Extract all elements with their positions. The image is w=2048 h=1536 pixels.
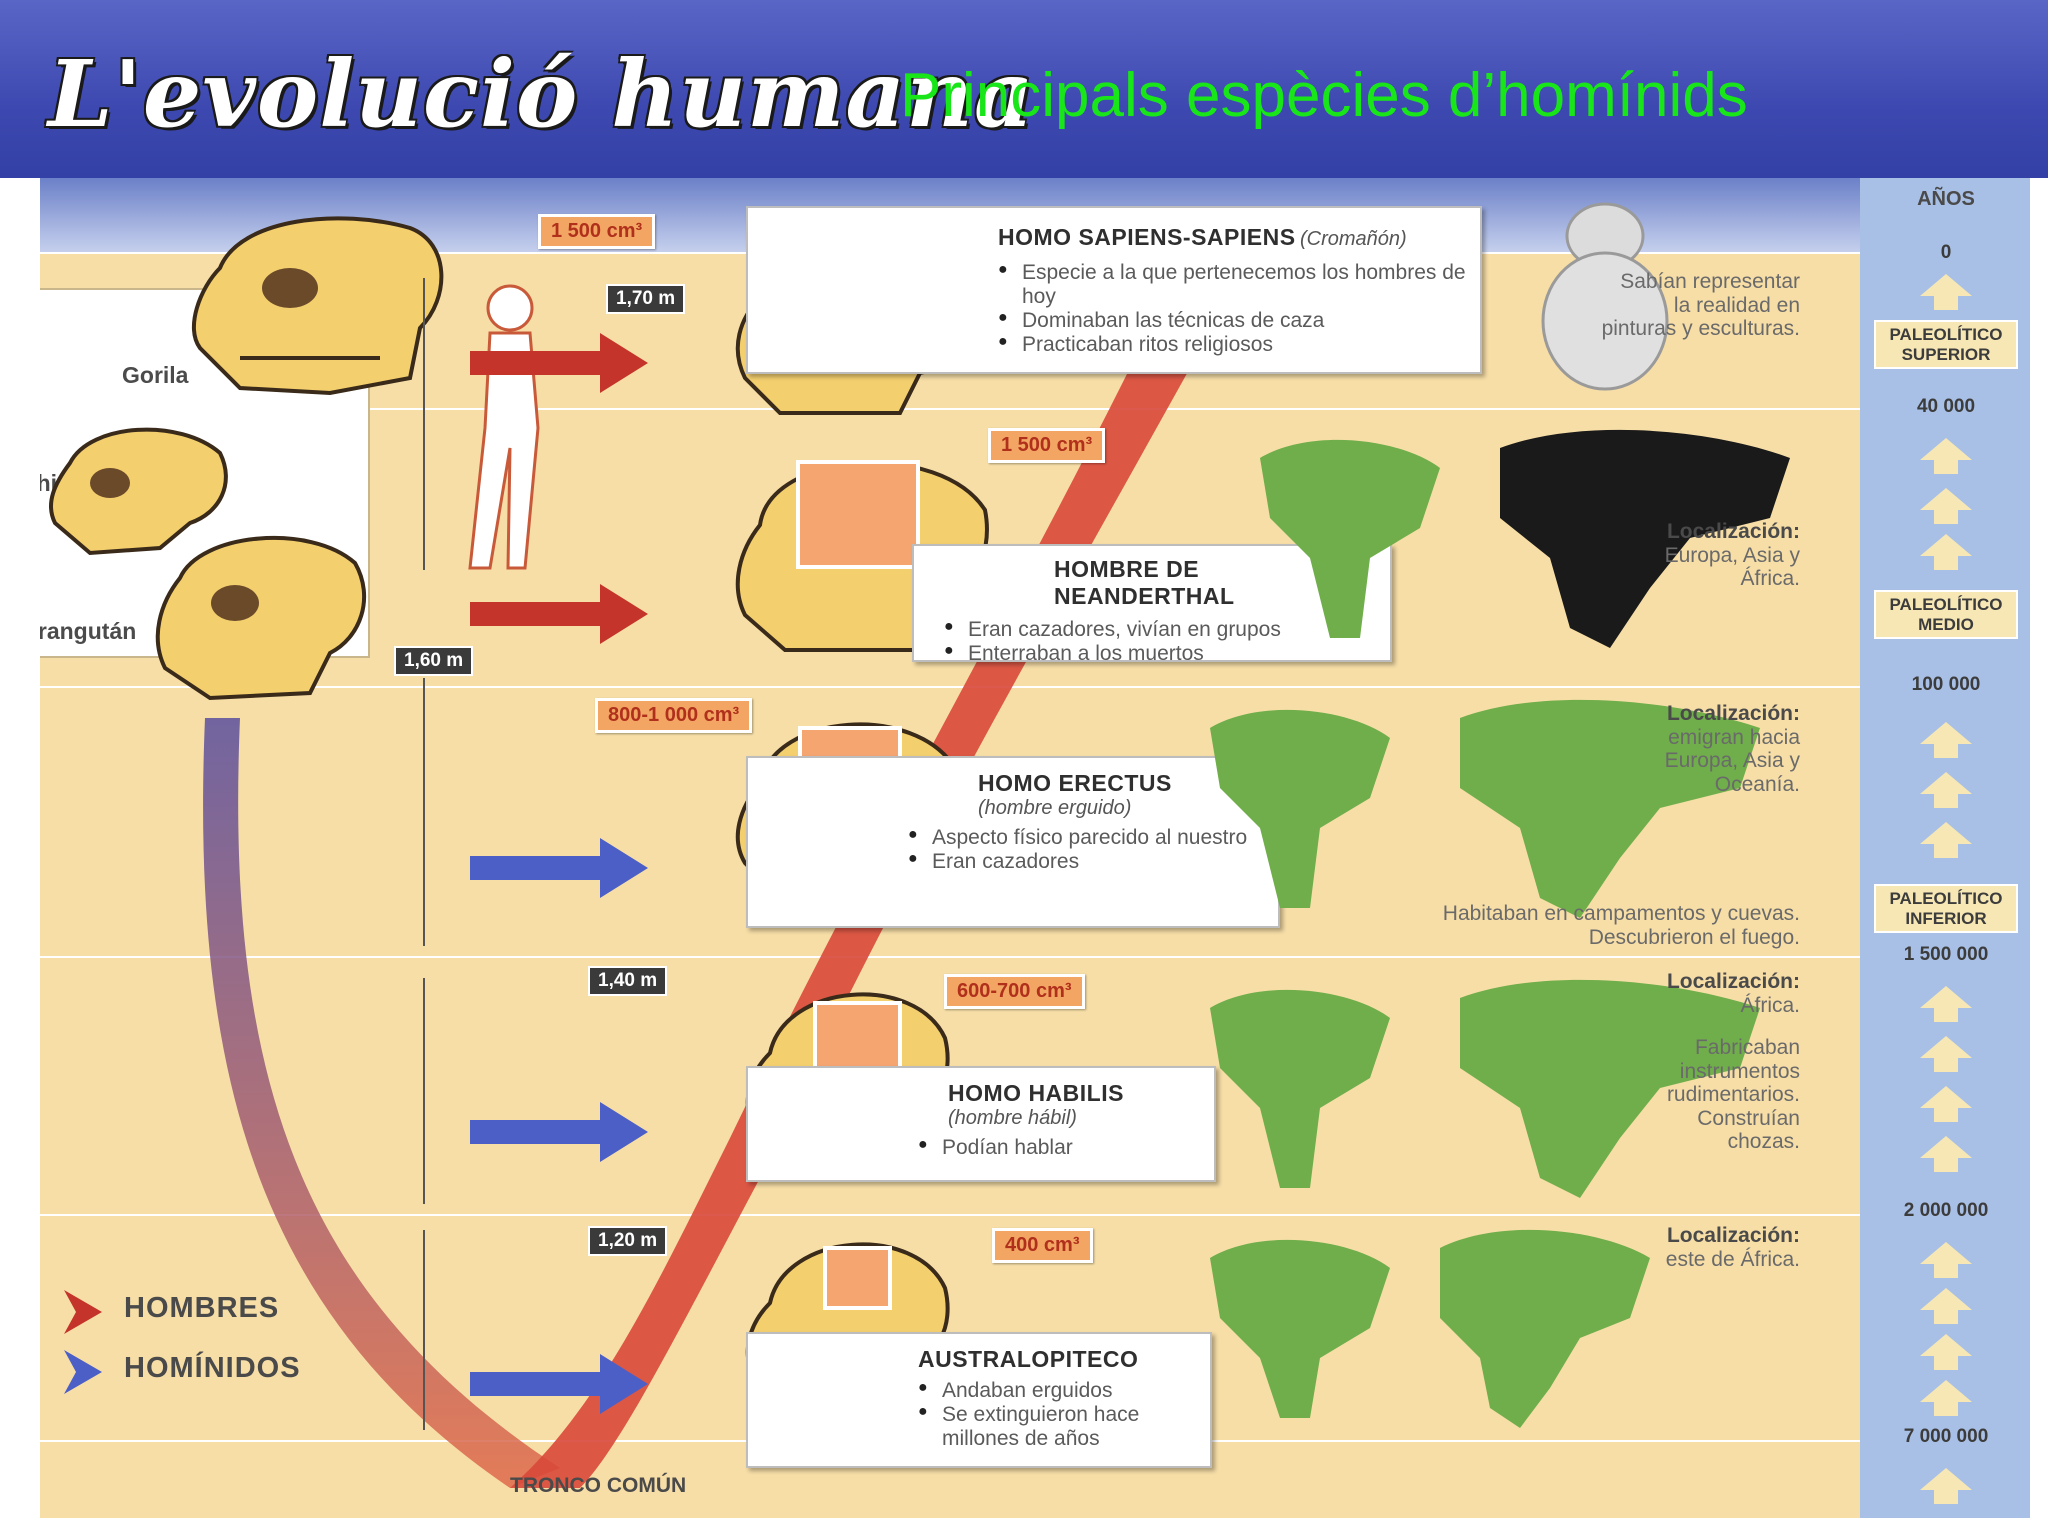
species-card-habilis: HOMO HABILIS (hombre hábil) Podían habla… (746, 1066, 1216, 1182)
fact-item: Podían hablar (918, 1136, 1200, 1160)
species-name: HOMO HABILIS (948, 1080, 1124, 1106)
neanderthal-location: Localización: Europa, Asia y África. (1620, 520, 1800, 591)
world-map-icon (1260, 429, 1790, 648)
up-arrow-icon (1920, 1036, 1972, 1072)
habilis-location: Localización: África. (1620, 970, 1800, 1017)
species-name: HOMBRE DE NEANDERTHAL (1054, 556, 1235, 609)
world-map-icon (1210, 699, 1760, 918)
period-superior: PALEOLÍTICO SUPERIOR (1874, 320, 2018, 370)
brain-volume-badge: 1 500 cm³ (988, 428, 1106, 463)
tick-0: 0 (1940, 242, 1952, 263)
legend-hominidos: HOMÍNIDOS (124, 1352, 301, 1384)
hominid-branch (203, 718, 560, 1488)
erectus-location: Localización: emigran hacia Europa, Asia… (1600, 702, 1800, 796)
brain-volume-badge: 400 cm³ (992, 1228, 1093, 1263)
venus-figurine-icon (1541, 202, 1669, 391)
tick-7000000: 7 000 000 (1903, 1426, 1989, 1447)
location-text: África. (1740, 993, 1800, 1017)
australopiteco-location: Localización: este de África. (1620, 1224, 1800, 1271)
fact-item: Especie a la que pertenecemos los hombre… (998, 261, 1466, 309)
hombres-legend-arrow-icon (64, 1290, 102, 1334)
up-arrow-icon (1920, 1468, 1972, 1504)
location-label: Localización: (1666, 970, 1800, 993)
timeline-title: AÑOS (1917, 188, 1975, 210)
species-note: (hombre erguido) (978, 797, 1132, 819)
tick-100000: 100 000 (1911, 674, 1981, 695)
up-arrow-icon (1920, 438, 1972, 474)
hominidos-arrow-icon (470, 838, 648, 898)
location-label: Localización: (1666, 520, 1800, 543)
hombres-arrow-icon (470, 584, 648, 644)
evolution-infographic: Gorila Chimpancé Orangután 1 500 cm³ 1,7… (40, 178, 2030, 1518)
fact-item: Practicaban ritos religiosos (998, 333, 1466, 357)
period-medio: PALEOLÍTICO MEDIO (1874, 590, 2018, 640)
height-badge: 1,20 m (588, 1226, 668, 1256)
height-badge: 1,40 m (588, 966, 668, 996)
up-arrow-icon (1920, 1136, 1972, 1172)
height-badge: 1,60 m (394, 646, 474, 676)
brain-volume-badge: 1 500 cm³ (538, 214, 656, 249)
gorilla-skull-icon (191, 216, 444, 396)
fact-item: Enterraban a los muertos (944, 642, 1376, 666)
title-banner: L'evolució humana Principals espècies d’… (0, 0, 2048, 178)
hominidos-arrow-icon (470, 1354, 648, 1414)
tick-2000000: 2 000 000 (1903, 1200, 1989, 1221)
sapiens-side-text: Sabían representar la realidad en pintur… (1601, 270, 1800, 341)
species-name: AUSTRALOPITECO (918, 1346, 1139, 1372)
brain-volume-badge: 800-1 000 cm³ (595, 698, 753, 733)
erectus-side-text: Habitaban en campamentos y cuevas. Descu… (1442, 902, 1800, 949)
hominidos-legend-arrow-icon (64, 1350, 102, 1394)
up-arrow-icon (1920, 1334, 1972, 1370)
species-note: (Cromañón) (1300, 228, 1407, 250)
legend-hombres: HOMBRES (124, 1292, 280, 1324)
species-card-australopiteco: AUSTRALOPITECO Andaban erguidos Se extin… (746, 1332, 1212, 1468)
up-arrow-icon (1920, 1288, 1972, 1324)
label-gorila: Gorila (122, 362, 189, 388)
species-card-erectus: HOMO ERECTUS (hombre erguido) Aspecto fí… (746, 756, 1280, 928)
slide-subtitle: Principals espècies d’homínids (900, 61, 1748, 130)
timeline-bar: AÑOS 0 40 000 100 000 1 500 000 2 000 00… (1860, 178, 2030, 1518)
up-arrow-icon (1920, 722, 1972, 758)
up-arrow-icon (1920, 822, 1972, 858)
fact-item: Eran cazadores (908, 850, 1264, 874)
species-card-sapiens: HOMO SAPIENS-SAPIENS (Cromañón) Especie … (746, 206, 1482, 374)
habilis-side-text: Fabricaban instrumentos rudimentarios. C… (1666, 1036, 1800, 1154)
up-arrow-icon (1920, 1086, 1972, 1122)
hominidos-arrow-icon (470, 1102, 648, 1162)
orangutan-skull-icon (155, 536, 366, 701)
world-map-icon (1210, 979, 1760, 1198)
period-inferior: PALEOLÍTICO INFERIOR (1874, 884, 2018, 934)
fact-item: Dominaban las técnicas de caza (998, 309, 1466, 333)
up-arrow-icon (1920, 534, 1972, 570)
fact-item: Aspecto físico parecido al nuestro (908, 826, 1264, 850)
species-name: HOMO ERECTUS (978, 770, 1172, 796)
fact-item: Eran cazadores, vivían en grupos (944, 618, 1376, 642)
tick-1500000: 1 500 000 (1903, 944, 1989, 965)
up-arrow-icon (1920, 986, 1972, 1022)
location-text: emigran hacia Europa, Asia y Oceanía. (1664, 725, 1800, 796)
height-badge: 1,70 m (606, 284, 686, 314)
species-name: HOMO SAPIENS-SAPIENS (998, 224, 1296, 250)
up-arrow-icon (1920, 772, 1972, 808)
brain-volume-badge: 600-700 cm³ (944, 974, 1085, 1009)
up-arrow-icon (1920, 274, 1972, 310)
tronco-comun-label: TRONCO COMÚN (510, 1474, 687, 1497)
species-note: (hombre hábil) (948, 1107, 1077, 1129)
up-arrow-icon (1920, 488, 1972, 524)
up-arrow-icon (1920, 1242, 1972, 1278)
fact-item: Andaban erguidos (918, 1379, 1196, 1403)
hombres-arrow-icon (470, 333, 648, 393)
fact-item: Se extinguieron hace millones de años (918, 1403, 1196, 1451)
human-figure-icon (468, 284, 540, 570)
slide-title: L'evolució humana (48, 40, 1035, 148)
location-label: Localización: (1666, 702, 1800, 725)
tick-40000: 40 000 (1916, 396, 1976, 417)
label-orangutan: Orangután (40, 618, 137, 644)
location-text: Europa, Asia y África. (1664, 543, 1800, 591)
chimpanzee-skull-icon (49, 427, 228, 556)
up-arrow-icon (1920, 1380, 1972, 1416)
world-map-icon (1210, 1229, 1650, 1428)
location-label: Localización: (1666, 1224, 1800, 1247)
location-text: este de África. (1665, 1247, 1800, 1271)
